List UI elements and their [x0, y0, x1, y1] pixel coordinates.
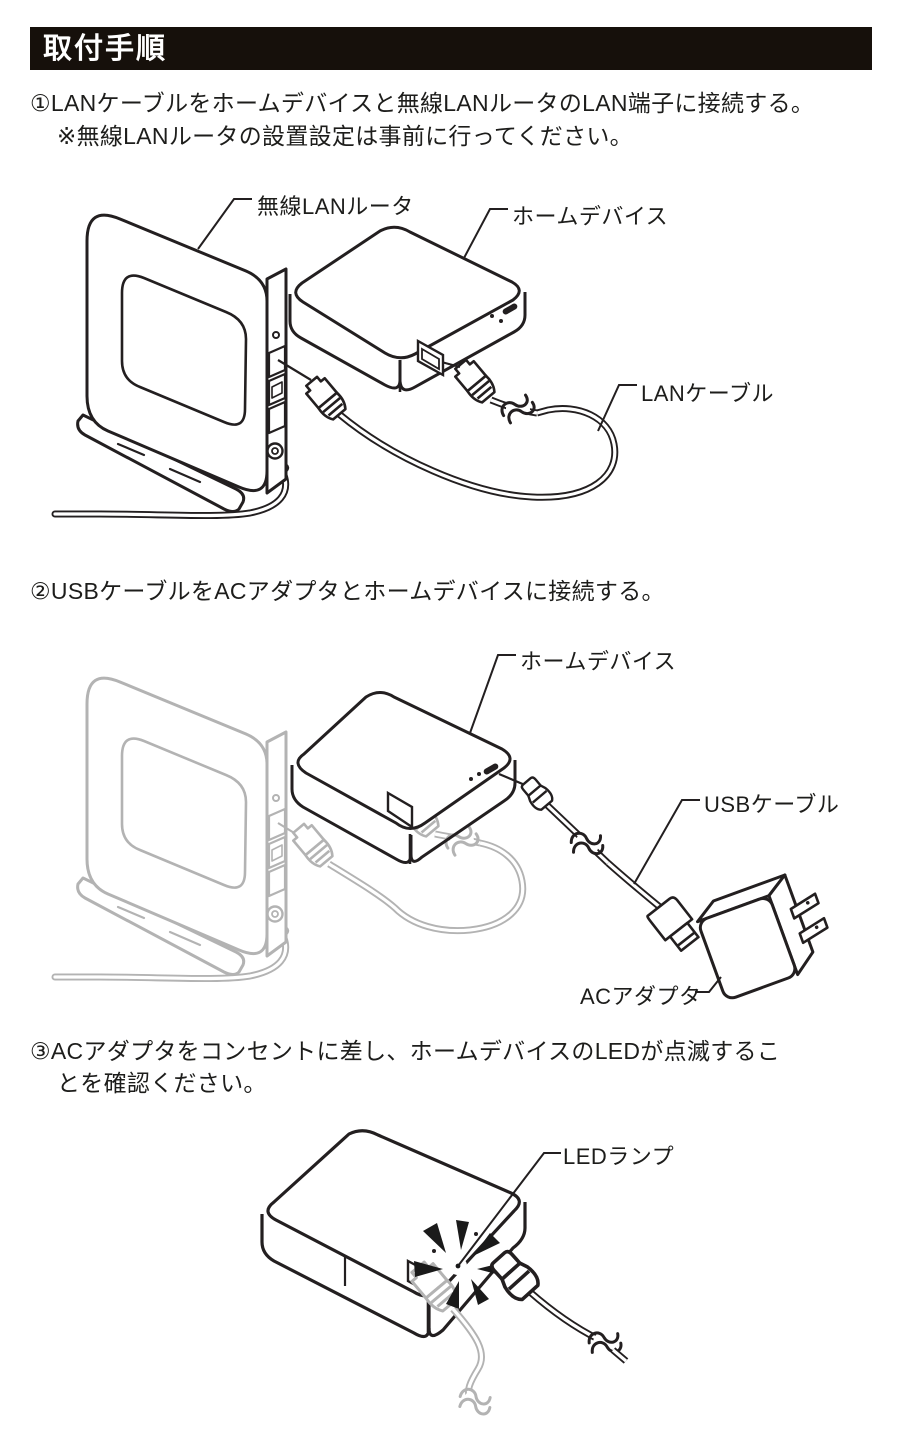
device-usb-port — [483, 763, 499, 775]
leader-lines — [455, 1152, 561, 1269]
step-3-text-line-2: とを確認ください。 — [57, 1070, 267, 1096]
router-illustration-faded — [55, 678, 305, 978]
plug-prong — [789, 892, 820, 920]
label-ac-adapter: ACアダプタ — [580, 984, 702, 1009]
diagram-3-led-check — [260, 1129, 629, 1425]
router-illustration — [55, 215, 312, 515]
step-1-note: ※無線LANルータの設置設定は事前に行ってください。 — [57, 123, 633, 149]
label-led-lamp: LEDランプ — [563, 1144, 675, 1169]
usb-cable — [498, 772, 705, 956]
lan-cable-faded — [405, 1256, 498, 1425]
plug-prong — [798, 916, 829, 945]
device-lan-port — [386, 790, 414, 830]
home-device-illustration — [260, 1129, 527, 1339]
label-lan-cable: LANケーブル — [641, 381, 774, 406]
led-lamp-dot — [455, 1263, 461, 1269]
home-device-illustration — [288, 225, 527, 392]
step-2-text: ②USBケーブルをACアダプタとホームデバイスに接続する。 — [30, 578, 665, 604]
label-home-device-2: ホームデバイス — [520, 649, 677, 674]
label-home-device-1: ホームデバイス — [512, 204, 669, 229]
step-1-text-line-1: ①LANケーブルをホームデバイスと無線LANルータのLAN端子に接続する。 — [30, 90, 815, 116]
lan-cable — [300, 355, 619, 501]
device-led-dot — [432, 1249, 436, 1253]
section-header: 取付手順 — [30, 27, 872, 70]
step-3-text-line-1: ③ACアダプタをコンセントに差し、ホームデバイスのLEDが点滅するこ — [30, 1038, 781, 1064]
lan-cable-faded — [287, 789, 527, 935]
usb-cable — [485, 1245, 629, 1366]
leader-lines — [197, 198, 637, 432]
leader-lines — [469, 654, 722, 993]
diagram-2-usb-power — [50, 654, 829, 1000]
home-device-illustration — [290, 691, 517, 865]
diagram-1-lan-connection — [40, 198, 637, 548]
ac-adapter-illustration — [696, 873, 829, 1000]
label-usb-cable: USBケーブル — [704, 792, 840, 817]
section-title: 取付手順 — [43, 33, 168, 65]
label-wireless-router: 無線LANルータ — [257, 194, 414, 219]
device-led-dot — [469, 777, 473, 781]
device-led-dot — [490, 314, 494, 318]
device-usb-port — [502, 303, 518, 315]
